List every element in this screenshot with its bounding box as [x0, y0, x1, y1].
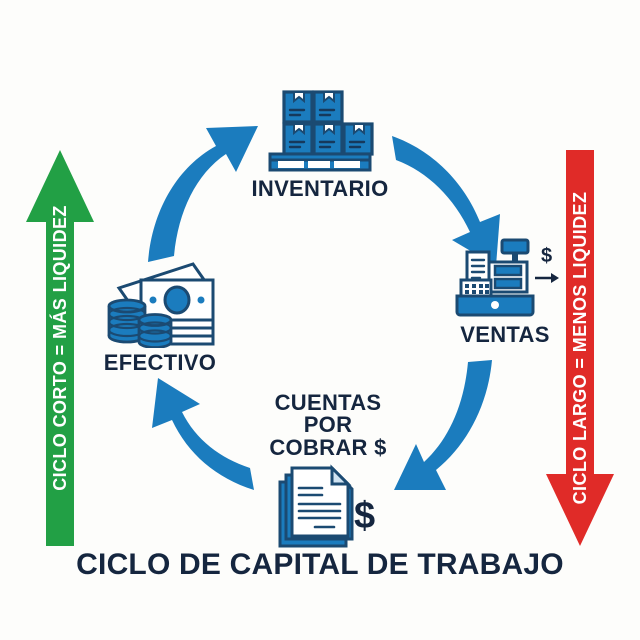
- short-cycle-arrow-label: CICLO CORTO = MÁS LIQUIDEZ: [49, 205, 70, 491]
- node-cuentas-label-line-2: COBRAR $: [269, 434, 387, 460]
- node-ventas-label: VENTAS: [460, 322, 550, 347]
- node-inventario-label: INVENTARIO: [251, 176, 389, 201]
- cash-banknotes-coins-icon: [101, 262, 219, 349]
- dollar-sign-icon: $: [541, 245, 552, 267]
- node-efectivo: EFECTIVO: [90, 262, 230, 376]
- pallet-boxes-icon: [262, 88, 378, 174]
- cash-register-icon: $: [449, 238, 561, 320]
- dollar-sign-icon: $: [354, 495, 375, 537]
- long-cycle-arrow-label: CICLO LARGO = MENOS LIQUIDEZ: [569, 191, 590, 505]
- red-down-arrow-icon: [546, 150, 614, 546]
- long-cycle-arrow: CICLO LARGO = MENOS LIQUIDEZ: [544, 148, 616, 548]
- node-efectivo-label: EFECTIVO: [103, 350, 217, 375]
- node-inventario: INVENTARIO: [250, 88, 390, 202]
- node-ventas: $ VENTAS: [440, 238, 570, 348]
- arrow-ventas-to-cuentas: [394, 360, 492, 490]
- short-cycle-arrow: CICLO CORTO = MÁS LIQUIDEZ: [24, 148, 96, 548]
- node-cuentas-por-cobrar-label: CUENTAS POR COBRAR $: [248, 390, 408, 460]
- arrow-efectivo-to-inventario: [148, 126, 258, 262]
- node-cuentas-por-cobrar: $ CUENTAS POR COBRAR $: [248, 390, 408, 552]
- green-up-arrow-icon: [26, 150, 94, 546]
- arrow-cuentas-to-efectivo: [152, 378, 254, 490]
- invoice-documents-icon: $: [270, 462, 386, 552]
- node-cuentas-label-line-1: CUENTAS POR: [274, 390, 382, 438]
- diagram-title: CICLO DE CAPITAL DE TRABAJO: [76, 548, 564, 581]
